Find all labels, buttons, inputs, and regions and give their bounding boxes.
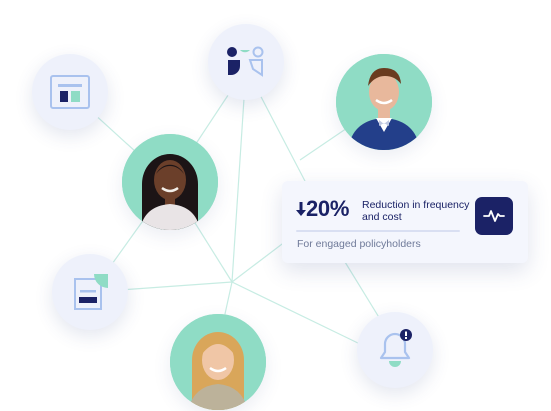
activity-pulse-icon (483, 210, 505, 222)
document-icon (74, 274, 108, 310)
stat-divider (296, 230, 460, 232)
shapes-logo-node[interactable] (208, 24, 284, 100)
avatar-woman-bottom (170, 314, 266, 410)
avatar-man-top-right (336, 54, 432, 150)
connector-line (231, 67, 247, 283)
activity-button[interactable] (475, 197, 513, 235)
alert-node[interactable] (357, 312, 433, 388)
connector-line (231, 281, 363, 346)
stat-value: 20% (306, 196, 350, 221)
document-node[interactable] (52, 254, 128, 330)
avatar-woman-center (122, 134, 218, 230)
stat-caption: For engaged policyholders (297, 238, 421, 250)
stat-label: Reduction in frequency and cost (362, 199, 470, 223)
dashboard-layout-icon (50, 75, 90, 109)
arrow-down-icon (296, 202, 306, 216)
shapes-logo-icon (227, 46, 264, 77)
bell-alert-icon (379, 329, 412, 367)
dashboard-node[interactable] (32, 54, 108, 130)
connector-line (231, 237, 291, 283)
